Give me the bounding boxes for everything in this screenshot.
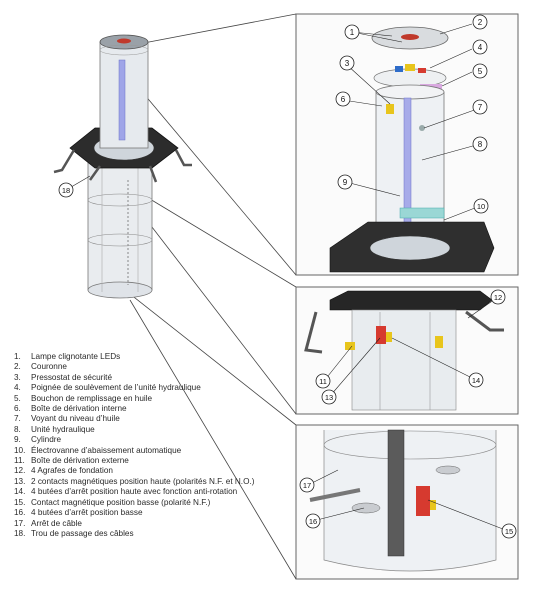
top-detail-drawing [329, 26, 495, 273]
callout-16: 16 [305, 513, 321, 529]
legend-item-number: 1. [14, 352, 21, 361]
legend-item-number: 4. [14, 383, 21, 393]
callout-11: 11 [315, 373, 331, 389]
callout-7-label: 7 [478, 103, 483, 112]
legend-item: 15. Contact magnétique position basse (po… [14, 498, 284, 508]
callout-11-label: 11 [319, 377, 327, 386]
middle-detail-drawing [304, 290, 504, 411]
callout-10-label: 10 [477, 202, 485, 211]
legend-item-text: 4 Agrafes de fondation [31, 466, 113, 476]
callout-1: 1 [344, 24, 360, 40]
callout-14-label: 14 [472, 376, 480, 385]
legend-item-number: 14. [14, 487, 26, 497]
legend-item-number: 15. [14, 497, 26, 507]
legend-item: 4. Poignée de soulèvement de l’unité hydr… [14, 383, 284, 393]
legend-item-text: 4 butées d’arrêt position basse [31, 508, 143, 518]
legend-item-text: Couronne [31, 362, 67, 372]
legend-item-text: 2 contacts magnétiques position haute (p… [31, 476, 255, 486]
legend-item-number: 5. [14, 393, 21, 403]
legend-item: 9. Cylindre [14, 435, 284, 445]
legend-item-text: 4 butées d’arrêt position haute avec fon… [31, 487, 238, 497]
legend-item: 5. Bouchon de remplissage en huile [14, 394, 284, 404]
callout-8: 8 [472, 136, 488, 152]
callout-9-label: 9 [343, 178, 348, 187]
legend-item-text: Voyant du niveau d’huile [31, 414, 120, 424]
legend-item-number: 7. [14, 414, 21, 424]
callout-14: 14 [468, 372, 484, 388]
legend-item-text: Unité hydraulique [31, 424, 95, 434]
legend-item-text: Trou de passage des câbles [31, 528, 134, 538]
callout-17: 17 [299, 477, 315, 493]
callout-6-label: 6 [341, 95, 346, 104]
legend-item: 14. 4 butées d’arrêt position haute avec … [14, 487, 284, 497]
legend-item-number: 8. [14, 424, 21, 434]
callout-17-label: 17 [303, 481, 311, 490]
legend-item-number: 9. [14, 435, 21, 445]
callout-5: 5 [472, 63, 488, 79]
legend-item-number: 18. [14, 528, 26, 538]
legend-item-number: 12. [14, 466, 26, 476]
callout-8-label: 8 [478, 140, 483, 149]
main-bollard [53, 34, 192, 299]
legend-list: 1. Lampe clignotante LEDs 2. Couronne 3. Pres… [14, 352, 284, 539]
legend-item-number: 17. [14, 518, 26, 528]
legend-item-text: Bouchon de remplissage en huile [31, 393, 153, 403]
callout-6: 6 [335, 91, 351, 107]
legend-item: 13. 2 contacts magnétiques position haute… [14, 477, 284, 487]
callout-10: 10 [473, 198, 489, 214]
legend-item-number: 10. [14, 445, 26, 455]
callout-3-label: 3 [345, 59, 350, 68]
callout-2: 2 [472, 14, 488, 30]
legend-item: 3. Pressostat de sécurité [14, 373, 284, 383]
legend-item: 6. Boîte de dérivation interne [14, 404, 284, 414]
legend-item: 2. Couronne [14, 362, 284, 372]
legend-item-text: Contact magnétique position basse (polar… [31, 497, 211, 507]
callout-2-label: 2 [478, 18, 483, 27]
legend-item: 18. Trou de passage des câbles [14, 529, 284, 539]
callout-9: 9 [337, 174, 353, 190]
legend-item-text: Cylindre [31, 435, 62, 445]
legend-item-number: 11. [14, 456, 25, 466]
legend-item-number: 16. [14, 508, 26, 518]
callout-12: 12 [490, 289, 506, 305]
legend-item: 17. Arrêt de câble [14, 519, 284, 529]
connector-lines [124, 13, 297, 580]
callout-13: 13 [321, 389, 337, 405]
callout-16-label: 16 [309, 517, 317, 526]
legend-item-text: Boîte de dérivation externe [31, 456, 129, 466]
legend-item-text: Boîte de dérivation interne [31, 404, 127, 414]
callout-12-label: 12 [494, 293, 502, 302]
legend-item: 10. Électrovanne d’abaissement automatiqu… [14, 446, 284, 456]
legend-item: 12. 4 Agrafes de fondation [14, 466, 284, 476]
legend-item-number: 13. [14, 476, 26, 486]
legend-item-text: Électrovanne d’abaissement automatique [31, 445, 182, 455]
legend-item-number: 3. [14, 372, 21, 382]
callout-13-label: 13 [325, 393, 333, 402]
legend-item: 7. Voyant du niveau d’huile [14, 414, 284, 424]
bottom-detail-drawing [309, 429, 497, 572]
callout-5-label: 5 [478, 67, 483, 76]
legend-item: 1. Lampe clignotante LEDs [14, 352, 284, 362]
callout-18-label: 18 [62, 186, 70, 195]
callout-15: 15 [501, 523, 517, 539]
legend-item: 11. Boîte de dérivation externe [14, 456, 284, 466]
legend-item: 8. Unité hydraulique [14, 425, 284, 435]
legend-item-number: 2. [14, 362, 21, 372]
legend-item-text: Pressostat de sécurité [31, 372, 113, 382]
legend-item-text: Poignée de soulèvement de l’unité hydrau… [31, 383, 201, 393]
legend-item-text: Arrêt de câble [31, 518, 82, 528]
callout-4: 4 [472, 39, 488, 55]
callout-7: 7 [472, 99, 488, 115]
callout-1-label: 1 [350, 28, 355, 37]
callout-4-label: 4 [478, 43, 483, 52]
legend-item-number: 6. [14, 404, 21, 414]
callout-18: 18 [58, 182, 74, 198]
callout-15-label: 15 [505, 527, 513, 536]
callout-3: 3 [339, 55, 355, 71]
legend-item-text: Lampe clignotante LEDs [31, 352, 121, 361]
legend-item: 16. 4 butées d’arrêt position basse [14, 508, 284, 518]
